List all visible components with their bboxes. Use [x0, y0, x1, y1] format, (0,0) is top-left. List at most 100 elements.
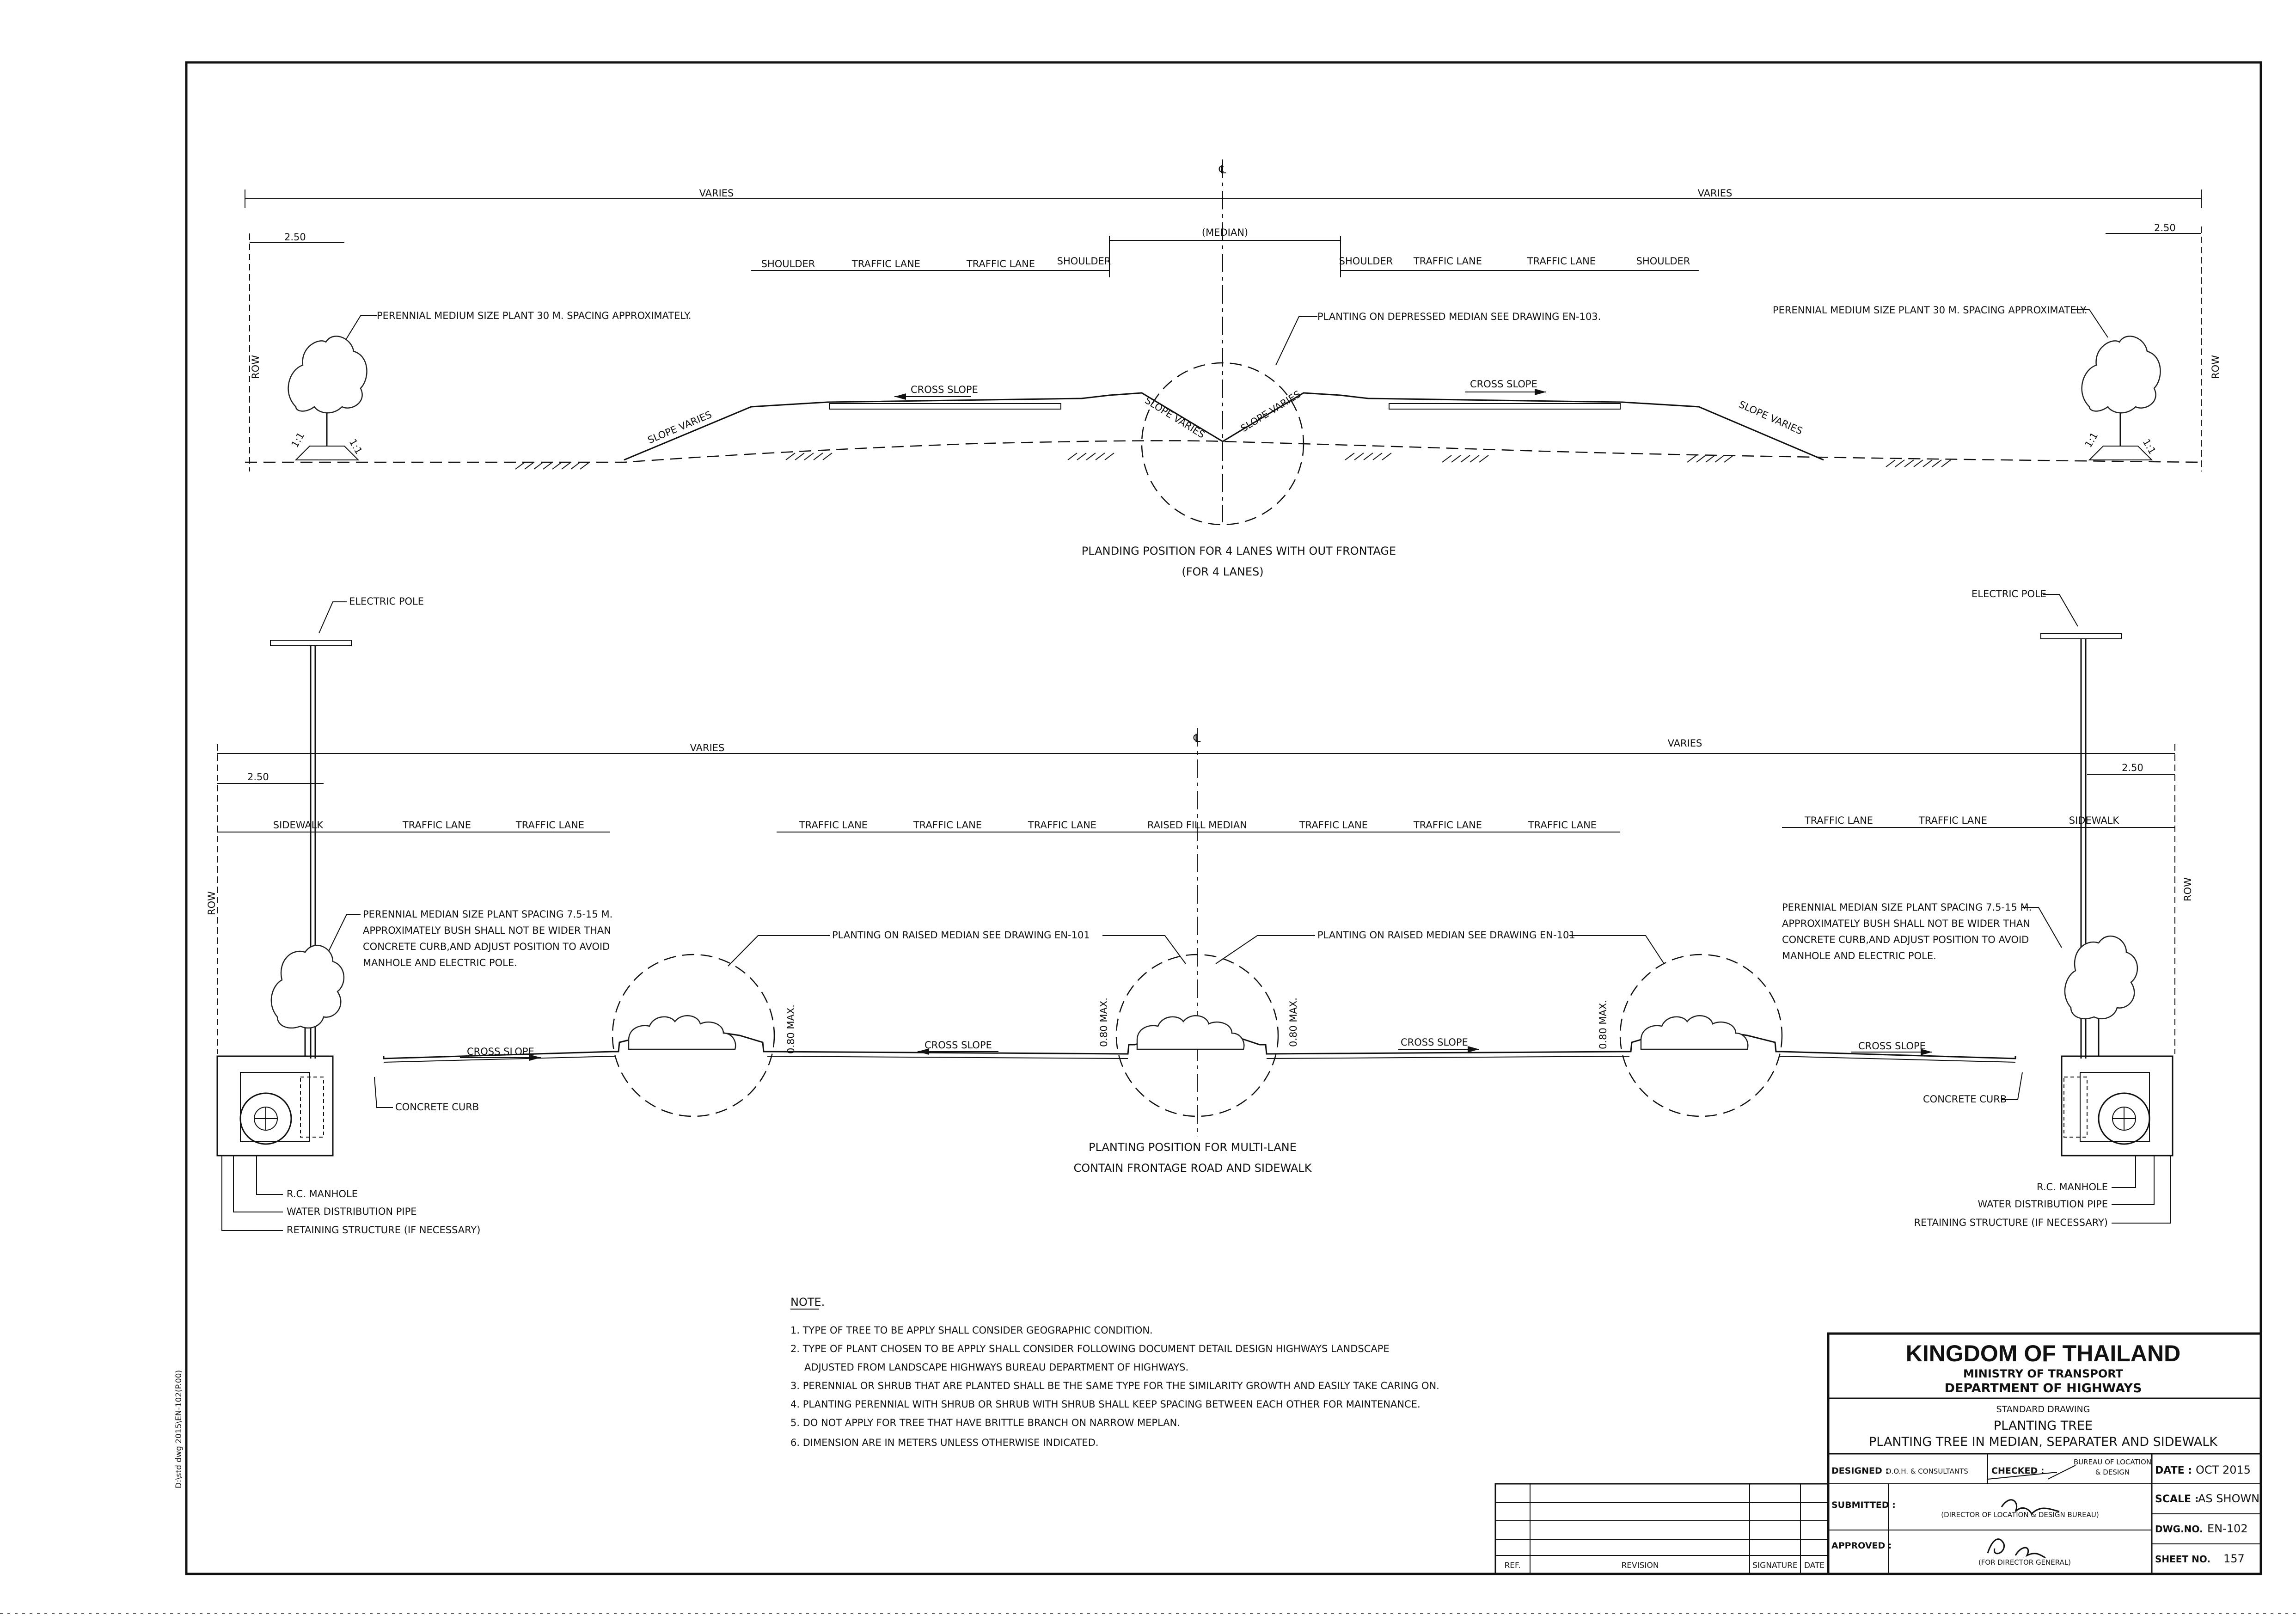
title-block: KINGDOM OF THAILAND MINISTRY OF TRANSPOR…: [1827, 1332, 2262, 1575]
ratio-label: 1:1: [2083, 430, 2100, 449]
manhole-icon: [2061, 1055, 2174, 1157]
raised-median-circle: [1115, 954, 1279, 1117]
max-height-label: 0.80 MAX.: [785, 1004, 796, 1054]
note-item: 3. PERENNIAL OR SHRUB THAT ARE PLANTED S…: [790, 1380, 1439, 1391]
lane-label: TRAFFIC LANE: [1528, 820, 1597, 831]
slope-label: SLOPE VARIES: [1737, 399, 1804, 437]
plant-note-left: PERENNIAL MEDIUM SIZE PLANT 30 M. SPACIN…: [377, 310, 692, 321]
note-item: 5. DO NOT APPLY FOR TREE THAT HAVE BRITT…: [790, 1417, 1180, 1428]
row-label: ROW: [250, 355, 261, 379]
varies-label: VARIES: [690, 742, 725, 753]
plant-note-right: PERENNIAL MEDIUM SIZE PLANT 30 M. SPACIN…: [1773, 305, 2088, 316]
shrub-icon: [1640, 1015, 1749, 1050]
varies-label: VARIES: [699, 188, 734, 199]
title-ministry: MINISTRY OF TRANSPORT: [1963, 1367, 2124, 1380]
lane-label: TRAFFIC LANE: [515, 820, 584, 831]
slope-label: SLOPE VARIES: [1239, 388, 1303, 434]
notes: NOTE. 1. TYPE OF TREE TO BE APPLY SHALL …: [790, 1296, 1439, 1448]
pavement-right: [1389, 403, 1621, 410]
cross-slope-label: CROSS SLOPE: [1401, 1037, 1468, 1048]
median-note: PLANTING ON DEPRESSED MEDIAN SEE DRAWING…: [1317, 311, 1601, 322]
cross-slope-label: CROSS SLOPE: [925, 1040, 992, 1051]
checked-value: & DESIGN: [2095, 1468, 2130, 1476]
plant-note-left: APPROXIMATELY BUSH SHALL NOT BE WIDER TH…: [363, 925, 611, 936]
file-path: D:\std dwg 2015\EN-102(P.00): [174, 1370, 184, 1488]
raised-median-note: PLANTING ON RAISED MEDIAN SEE DRAWING EN…: [1317, 930, 1575, 941]
cross-slope-label: CROSS SLOPE: [1470, 379, 1537, 390]
cross-slope-label: CROSS SLOPE: [1858, 1041, 1926, 1052]
submitted-value: (DIRECTOR OF LOCATION & DESIGN BUREAU): [1941, 1511, 2099, 1519]
plant-note-left: CONCRETE CURB,AND ADJUST POSITION TO AVO…: [363, 941, 610, 952]
designed-label: DESIGNED :: [1831, 1466, 1889, 1476]
title-sub: PLANTING TREE IN MEDIAN, SEPARATER AND S…: [1869, 1435, 2218, 1449]
title-department: DEPARTMENT OF HIGHWAYS: [1945, 1381, 2142, 1396]
lane-label: SHOULDER: [1057, 256, 1111, 267]
revision-header: REVISION: [1621, 1561, 1659, 1570]
shrub-icon: [628, 1015, 736, 1050]
max-height-label: 0.80 MAX.: [1288, 998, 1299, 1047]
checked-label: CHECKED :: [1991, 1466, 2044, 1476]
tree-icon: [2064, 935, 2138, 1056]
legend-retaining: RETAINING STRUCTURE (IF NECESSARY): [1914, 1217, 2108, 1228]
raised-median-note: PLANTING ON RAISED MEDIAN SEE DRAWING EN…: [832, 930, 1090, 941]
lane-label: SHOULDER: [761, 258, 815, 269]
legend-manhole: R.C. MANHOLE: [2037, 1181, 2108, 1193]
legend-pipe: WATER DISTRIBUTION PIPE: [287, 1206, 417, 1217]
plant-note-right: CONCRETE CURB,AND ADJUST POSITION TO AVO…: [1782, 934, 2029, 945]
median-label: (MEDIAN): [1202, 227, 1248, 238]
plant-note-right: PERENNIAL MEDIAN SIZE PLANT SPACING 7.5-…: [1782, 902, 2032, 913]
varies-label: VARIES: [1668, 738, 1702, 749]
title-standard: STANDARD DRAWING: [1996, 1404, 2090, 1414]
median-detail-circle: [1141, 362, 1304, 526]
centerline-symbol-2: ℄: [1193, 732, 1201, 745]
lane-label: SHOULDER: [1636, 256, 1690, 267]
max-height-label: 0.80 MAX.: [1598, 1000, 1609, 1049]
sheet-value: 157: [2223, 1552, 2245, 1565]
revision-header: SIGNATURE: [1752, 1561, 1797, 1570]
tree-icon: 1:1 1:1: [2081, 336, 2161, 460]
raised-median-circle: [1619, 954, 1783, 1117]
concrete-curb-label: CONCRETE CURB: [1923, 1094, 2007, 1105]
ratio-label: 1:1: [289, 430, 307, 449]
cross-slope-label: CROSS SLOPE: [911, 384, 978, 395]
section-caption: (FOR 4 LANES): [1182, 565, 1263, 578]
lane-label: TRAFFIC LANE: [799, 820, 868, 831]
ground-line-1: [245, 440, 2202, 463]
lane-label: TRAFFIC LANE: [913, 820, 982, 831]
legend-pipe: WATER DISTRIBUTION PIPE: [1978, 1199, 2108, 1210]
electric-pole-label: ELECTRIC POLE: [1971, 588, 2046, 600]
lane-label: RAISED FILL MEDIAN: [1147, 820, 1247, 831]
note-item: 6. DIMENSION ARE IN METERS UNLESS OTHERW…: [790, 1437, 1099, 1448]
concrete-curb-label: CONCRETE CURB: [395, 1102, 479, 1113]
lane-label: TRAFFIC LANE: [1918, 815, 1987, 826]
scale-label: SCALE :: [2155, 1493, 2199, 1505]
note-item: 1. TYPE OF TREE TO BE APPLY SHALL CONSID…: [790, 1325, 1153, 1336]
designed-value: D.O.H. & CONSULTANTS: [1886, 1467, 1968, 1475]
plant-note-right: MANHOLE AND ELECTRIC POLE.: [1782, 950, 1936, 961]
lane-label: SIDEWALK: [273, 820, 324, 831]
tree-icon: [270, 944, 345, 1056]
signature-mark: [2001, 1499, 2060, 1515]
date-label: DATE :: [2155, 1465, 2192, 1476]
lane-label: TRAFFIC LANE: [1413, 820, 1482, 831]
road-profile-1: [624, 392, 1824, 461]
varies-label: VARIES: [1698, 188, 1733, 199]
scale-value: AS SHOWN: [2198, 1492, 2259, 1505]
legend-retaining: RETAINING STRUCTURE (IF NECESSARY): [287, 1224, 480, 1236]
centerline-symbol-1: ℄: [1218, 163, 1226, 176]
approved-value: (FOR DIRECTOR GENERAL): [1978, 1558, 2071, 1567]
tree-icon: 1:1 1:1: [288, 336, 367, 460]
dim-250-right: 2.50: [2122, 762, 2143, 773]
lane-label: TRAFFIC LANE: [1804, 815, 1873, 826]
raised-median-circle: [612, 954, 775, 1117]
approved-label: APPROVED :: [1831, 1541, 1892, 1551]
revision-header: REF.: [1504, 1561, 1520, 1570]
dwg-value: EN-102: [2207, 1522, 2248, 1535]
row-label: ROW: [2210, 355, 2221, 379]
section-4-lanes: ℄ VARIES VARIES 2.50 2.50 (MEDIAN) SHOUL…: [245, 159, 2221, 578]
manhole-icon: [216, 1055, 334, 1157]
dim-250-left: 2.50: [247, 771, 269, 783]
checked-value: BUREAU OF LOCATION: [2074, 1458, 2151, 1466]
revision-table: REF. REVISION SIGNATURE DATE: [1494, 1483, 1829, 1575]
